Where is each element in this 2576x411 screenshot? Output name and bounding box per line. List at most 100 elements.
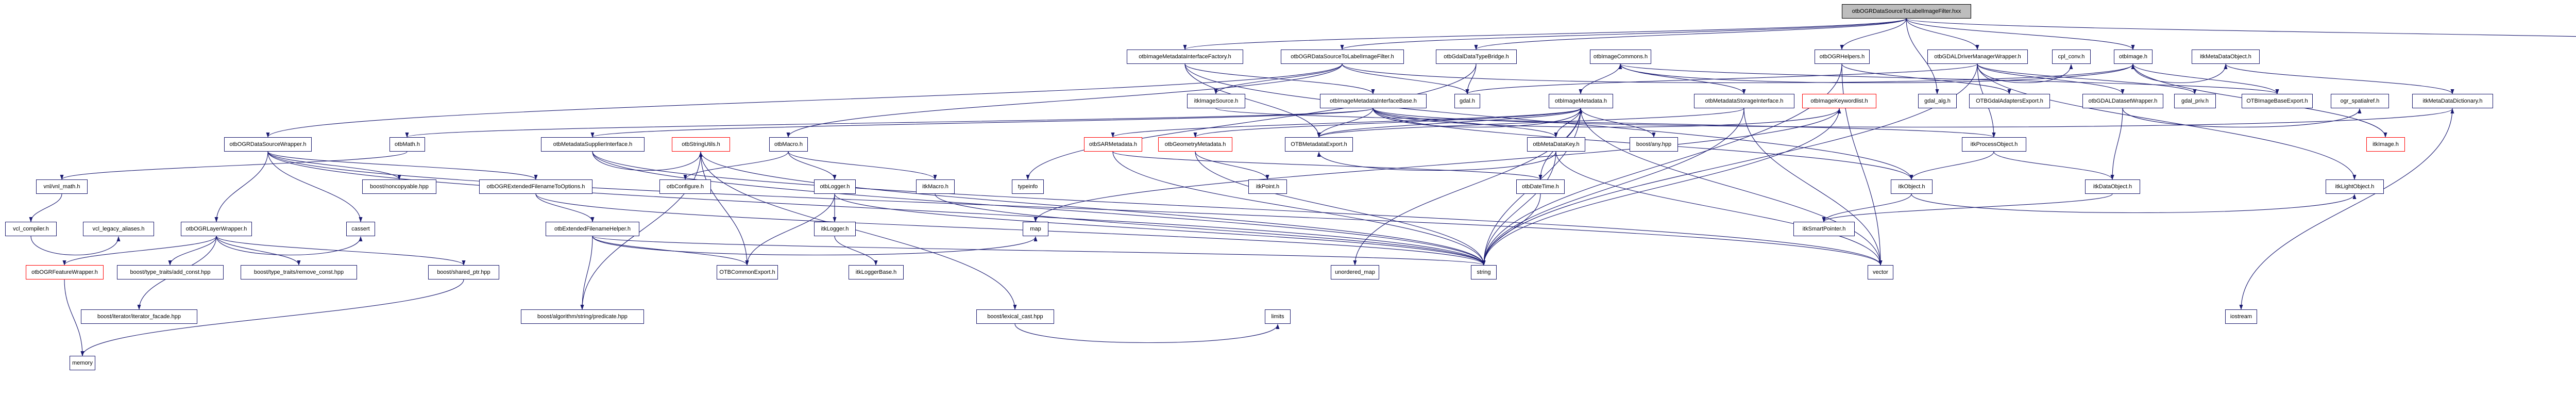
graph-node-layerw[interactable]: otbOGRLayerWrapper.h — [181, 222, 252, 236]
graph-node-gdalalg[interactable]: gdal_alg.h — [1918, 94, 1957, 108]
include-edge-hxx-ogrhelpers — [1840, 18, 1907, 50]
graph-node-typeinfo[interactable]: typeinfo — [1012, 179, 1044, 194]
include-edge-hxx-image — [1906, 18, 2135, 50]
include-edge-imgmeta-unordered_map — [1353, 108, 1581, 266]
graph-node-procobj[interactable]: itkProcessObject.h — [1962, 137, 2026, 152]
include-edge-gdmw-gdw — [1977, 63, 2125, 94]
graph-node-itkimage[interactable]: itkImage.h — [2366, 137, 2405, 152]
graph-node-geommeta[interactable]: otbGeometryMetadata.h — [1158, 137, 1232, 152]
graph-node-mdkey[interactable]: otbMetaDataKey.h — [1527, 137, 1585, 152]
graph-node-ibexport[interactable]: OTBImageBaseExport.h — [2242, 94, 2313, 108]
include-edge-imgcommons-ibexport — [1620, 63, 2279, 94]
graph-node-iostream[interactable]: iostream — [2225, 309, 2257, 324]
graph-node-imgmeta[interactable]: otbImageMetadata.h — [1549, 94, 1613, 108]
graph-node-btt_add[interactable]: boost/type_traits/add_const.hpp — [117, 265, 224, 280]
graph-node-metaexp[interactable]: OTBMetadataExport.h — [1285, 137, 1353, 152]
include-edge-extopt-extfnhelper — [535, 193, 595, 222]
include-edge-layerw-btt_add — [168, 236, 217, 266]
graph-node-memory[interactable]: memory — [70, 356, 95, 370]
graph-node-itkobj[interactable]: itkObject.h — [1891, 179, 1933, 194]
graph-node-ogrhelpers[interactable]: otbOGRHelpers.h — [1815, 50, 1870, 64]
graph-node-map[interactable]: map — [1023, 222, 1048, 236]
graph-node-extfnhelper[interactable]: otbExtendedFilenameHelper.h — [546, 222, 639, 236]
graph-node-metadict[interactable]: itkMetaDataDictionary.h — [2412, 94, 2493, 108]
graph-node-itkpoint[interactable]: itkPoint.h — [1248, 179, 1287, 194]
graph-node-omacro[interactable]: otbMacro.h — [769, 137, 808, 152]
graph-node-strutils[interactable]: otbStringUtils.h — [672, 137, 730, 152]
graph-node-extopt[interactable]: otbOGRExtendedFilenameToOptions.h — [479, 179, 592, 194]
graph-node-limits[interactable]: limits — [1265, 309, 1291, 324]
graph-node-itklogger[interactable]: itkLogger.h — [814, 222, 856, 236]
graph-node-datetime[interactable]: otbDateTime.h — [1516, 179, 1565, 194]
graph-node-oconf[interactable]: otbConfigure.h — [659, 179, 711, 194]
include-edge-metastore-metaexp — [1317, 108, 1744, 138]
include-edge-hdr-gdal — [1342, 63, 1469, 94]
graph-node-vnlmath[interactable]: vnl/vnl_math.h — [36, 179, 88, 194]
graph-node-vclc[interactable]: vcl_compiler.h — [5, 222, 57, 236]
graph-node-itklight[interactable]: itkLightObject.h — [2326, 179, 2384, 194]
include-edge-itkdo-itksmart — [1822, 193, 2113, 222]
graph-node-sptr[interactable]: boost/shared_ptr.hpp — [428, 265, 499, 280]
include-edge-imgmeta-geommeta — [1193, 108, 1581, 138]
graph-node-image[interactable]: otbImage.h — [2114, 50, 2153, 64]
include-edge-metastore-vector — [1743, 108, 1883, 266]
graph-node-dsw[interactable]: otbOGRDataSourceWrapper.h — [224, 137, 312, 152]
include-edge-imgsrc-procobj — [1215, 108, 1995, 138]
graph-node-commexp[interactable]: OTBCommonExport.h — [717, 265, 778, 280]
graph-node-bpred[interactable]: boost/algorithm/string/predicate.hpp — [521, 309, 644, 324]
graph-node-gdmw[interactable]: otbGDALDriverManagerWrapper.h — [1927, 50, 2028, 64]
graph-node-bnoncopy[interactable]: boost/noncopyable.hpp — [362, 179, 436, 194]
graph-node-itksmart[interactable]: itkSmartPointer.h — [1793, 222, 1855, 236]
graph-node-unordered_map[interactable]: unordered_map — [1331, 265, 1379, 280]
graph-node-itkloggerbase[interactable]: itkLoggerBase.h — [849, 265, 904, 280]
graph-node-blex[interactable]: boost/lexical_cast.hpp — [976, 309, 1054, 324]
graph-node-gdalpriv[interactable]: gdal_priv.h — [2174, 94, 2216, 108]
graph-node-omath[interactable]: otbMath.h — [389, 137, 425, 152]
graph-node-metaobj[interactable]: itkMetaDataObject.h — [2192, 50, 2260, 64]
graph-node-imibase[interactable]: otbImageMetadataInterfaceBase.h — [1320, 94, 1427, 108]
graph-node-imgsrc[interactable]: itkImageSource.h — [1187, 94, 1245, 108]
include-edge-extfnhelper-string — [592, 236, 1485, 266]
graph-node-imacro[interactable]: itkMacro.h — [916, 179, 955, 194]
include-edge-datetime-string — [1482, 193, 1541, 266]
graph-node-ikwl[interactable]: otbImageKeywordlist.h — [1802, 94, 1876, 108]
include-edge-hxx-fac — [1183, 18, 1907, 50]
include-edge-itkobj-itklight — [1911, 193, 2357, 213]
graph-node-itkdo[interactable]: itkDataObject.h — [2085, 179, 2140, 194]
include-edge-dsw-extopt — [267, 151, 538, 180]
include-edge-fac-metaexp — [1184, 63, 1321, 138]
include-edge-imgmeta-sarmeta — [1111, 108, 1581, 138]
graph-node-gdw[interactable]: otbGDALDatasetWrapper.h — [2082, 94, 2163, 108]
graph-node-cplconv[interactable]: cpl_conv.h — [2052, 50, 2091, 64]
include-edge-gdmw-itklight — [1977, 63, 2357, 180]
include-edge-extopt-string — [535, 193, 1486, 266]
graph-node-featw[interactable]: otbOGRFeatureWrapper.h — [26, 265, 104, 280]
include-edge-hxx-bridge — [1474, 18, 1907, 50]
graph-node-metastore[interactable]: otbMetadataStorageInterface.h — [1694, 94, 1794, 108]
graph-node-cassert[interactable]: cassert — [346, 222, 375, 236]
include-edge-metadict-iostream — [2239, 108, 2453, 310]
graph-node-gaexport[interactable]: OTBGdalAdaptersExport.h — [1969, 94, 2050, 108]
graph-node-fac[interactable]: otbImageMetadataInterfaceFactory.h — [1127, 50, 1243, 64]
include-edge-imgcommons-imgmeta — [1579, 63, 1621, 94]
graph-node-msi[interactable]: otbMetadataSupplierInterface.h — [541, 137, 645, 152]
include-edge-strutils-commexp — [700, 151, 749, 266]
graph-node-ifacade[interactable]: boost/iterator/iterator_facade.hpp — [81, 309, 197, 324]
graph-node-hxx[interactable]: otbOGRDataSourceToLabelImageFilter.hxx — [1842, 4, 1971, 19]
graph-node-imgcommons[interactable]: otbImageCommons.h — [1590, 50, 1651, 64]
graph-node-sarmeta[interactable]: otbSARMetadata.h — [1084, 137, 1142, 152]
graph-node-ogrsr[interactable]: ogr_spatialref.h — [2331, 94, 2389, 108]
graph-node-hdr[interactable]: otbOGRDataSourceToLabelImageFilter.h — [1281, 50, 1404, 64]
graph-node-anyhpp[interactable]: boost/any.hpp — [1630, 137, 1678, 152]
graph-node-vector[interactable]: vector — [1868, 265, 1893, 280]
include-edge-mdkey-vector — [1555, 151, 1883, 266]
graph-node-btt_rem[interactable]: boost/type_traits/remove_const.hpp — [241, 265, 357, 280]
graph-node-ologger[interactable]: otbLogger.h — [814, 179, 856, 194]
graph-node-gdal[interactable]: gdal.h — [1454, 94, 1480, 108]
include-edge-layerw-cassert — [216, 236, 363, 256]
graph-node-bridge[interactable]: otbGdalDataTypeBridge.h — [1436, 50, 1517, 64]
include-edge-featw-memory — [64, 279, 84, 356]
graph-node-string[interactable]: string — [1471, 265, 1497, 280]
graph-node-vcla[interactable]: vcl_legacy_aliases.h — [83, 222, 154, 236]
